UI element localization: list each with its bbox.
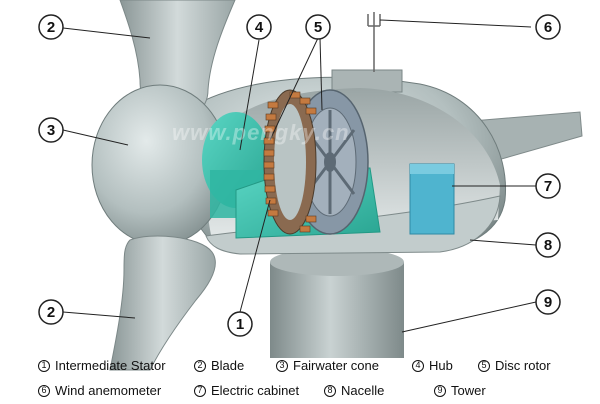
callouts: 2 4 5 6 3 7 8 2	[38, 14, 561, 337]
legend-item-hub: 4 Hub	[412, 358, 453, 373]
svg-text:2: 2	[47, 19, 55, 36]
legend-number: 6	[38, 384, 50, 397]
electric-cabinet	[409, 163, 455, 235]
legend-label: Wind anemometer	[55, 383, 162, 398]
legend: 1 Intermediate Stator 2 Blade 3 Fairwate…	[0, 354, 600, 404]
legend-item-electric-cabinet: 7 Electric cabinet	[194, 383, 299, 398]
legend-item-wind-anemometer: 6 Wind anemometer	[38, 383, 161, 398]
svg-text:6: 6	[544, 19, 552, 36]
svg-text:5: 5	[314, 19, 322, 36]
legend-item-nacelle: 8 Nacelle	[324, 383, 384, 398]
callout-nacelle: 8	[535, 232, 561, 258]
svg-text:3: 3	[47, 122, 55, 139]
watermark: www.pengky.cn	[172, 120, 350, 145]
legend-number: 9	[434, 384, 446, 397]
legend-label: Electric cabinet	[211, 383, 300, 398]
tower	[270, 248, 404, 358]
legend-number: 1	[38, 359, 50, 372]
callout-anemometer: 6	[535, 14, 561, 40]
legend-label: Hub	[429, 358, 453, 373]
legend-label: Fairwater cone	[293, 358, 379, 373]
legend-item-fairwater-cone: 3 Fairwater cone	[276, 358, 379, 373]
svg-text:7: 7	[544, 178, 552, 195]
callout-intermediate-stator: 1	[227, 311, 253, 337]
callout-blade-top: 2	[38, 14, 64, 40]
legend-number: 8	[324, 384, 336, 397]
legend-item-tower: 9 Tower	[434, 383, 486, 398]
callout-fairwater-cone: 3	[38, 117, 64, 143]
svg-text:4: 4	[255, 19, 264, 36]
legend-number: 5	[478, 359, 490, 372]
callout-blade-bottom: 2	[38, 299, 64, 325]
legend-label: Tower	[451, 383, 486, 398]
legend-item-disc-rotor: 5 Disc rotor	[478, 358, 551, 373]
blade-lower	[109, 235, 216, 371]
leader-lines	[62, 19, 537, 333]
intermediate-stator	[263, 89, 317, 235]
legend-label: Intermediate Stator	[55, 358, 166, 373]
callout-hub: 4	[246, 14, 272, 40]
svg-text:2: 2	[47, 304, 55, 321]
svg-text:8: 8	[544, 237, 552, 254]
callout-tower: 9	[535, 289, 561, 315]
legend-label: Nacelle	[341, 383, 385, 398]
legend-number: 4	[412, 359, 424, 372]
legend-number: 2	[194, 359, 206, 372]
legend-number: 7	[194, 384, 206, 397]
svg-text:1: 1	[236, 316, 244, 333]
callout-electric-cabinet: 7	[535, 173, 561, 199]
legend-label: Disc rotor	[495, 358, 551, 373]
legend-item-intermediate-stator: 1 Intermediate Stator	[38, 358, 166, 373]
legend-number: 3	[276, 359, 288, 372]
legend-label: Blade	[211, 358, 245, 373]
svg-text:9: 9	[544, 294, 552, 311]
wind-anemometer	[367, 12, 381, 72]
legend-item-blade: 2 Blade	[194, 358, 244, 373]
callout-disc-rotor: 5	[305, 14, 331, 40]
